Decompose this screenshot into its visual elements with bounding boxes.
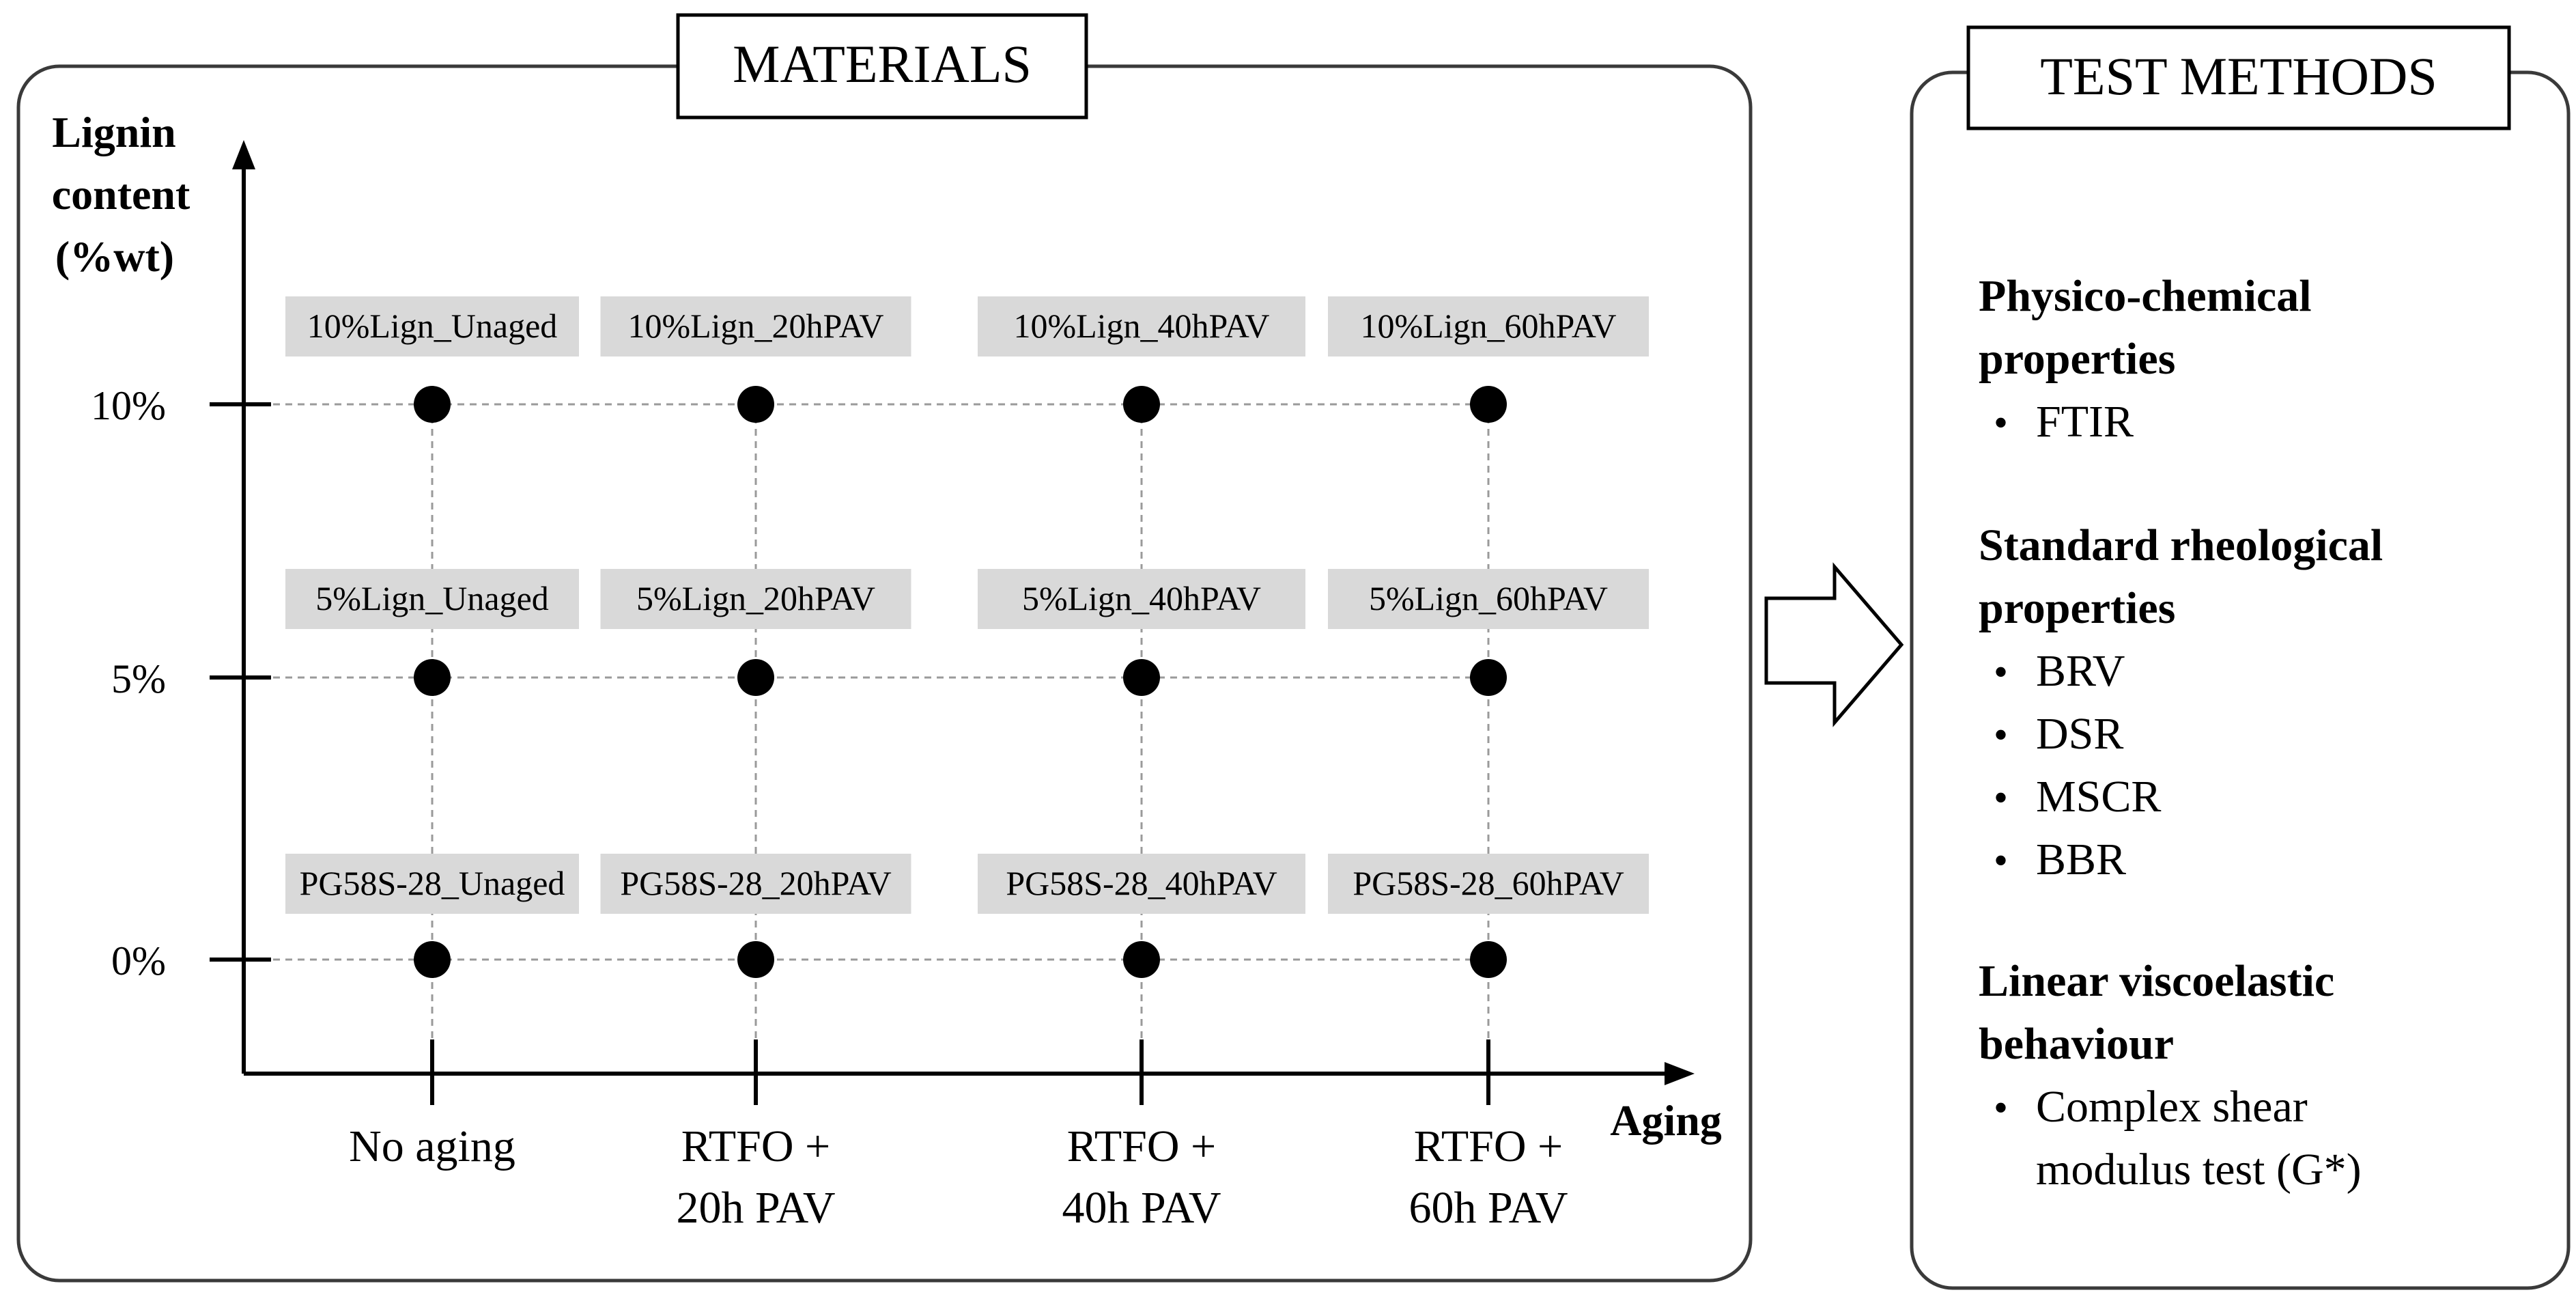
sample-label-box — [600, 854, 911, 914]
sample-point — [1470, 941, 1507, 978]
x-tick-label: RTFO + 20h PAV — [677, 1121, 836, 1233]
method-item-line: modulus test (G*) — [2036, 1145, 2362, 1195]
method-item-line: BBR — [2036, 835, 2126, 884]
sample-point — [737, 659, 774, 696]
method-section-heading-line: behaviour — [1979, 1019, 2174, 1069]
sample-label-box — [285, 854, 579, 914]
x-tick-label: No aging — [349, 1121, 515, 1171]
bullet-icon: • — [1994, 838, 2008, 883]
x-tick-label-line: 60h PAV — [1409, 1183, 1568, 1233]
method-item: DSR — [2036, 709, 2123, 759]
sample-point — [1123, 659, 1160, 696]
method-item: FTIR — [2036, 397, 2134, 447]
method-section-heading-line: Standard rheological — [1979, 520, 2383, 570]
y-tick-label: 10% — [91, 383, 166, 428]
sample-label-box — [600, 569, 911, 629]
x-tick-label-line: No aging — [349, 1121, 515, 1171]
sample-label-box — [978, 854, 1305, 914]
y-axis-label: Lignin content (%wt) — [52, 108, 201, 281]
y-axis-arrow — [232, 140, 255, 169]
method-section-heading: Physico-chemical properties — [1979, 271, 2312, 384]
sample-point — [1123, 386, 1160, 423]
x-tick-label-line: RTFO + — [1414, 1121, 1563, 1171]
method-section-heading-line: properties — [1979, 583, 2175, 633]
test-methods-panel: TEST METHODS Physico-chemical properties •… — [1910, 25, 2571, 1290]
sample-label-box — [978, 296, 1305, 357]
sample-label-box — [285, 569, 579, 629]
sample-point — [737, 941, 774, 978]
y-tick-label: 0% — [111, 938, 166, 983]
method-item: MSCR — [2036, 772, 2161, 822]
method-item-line: FTIR — [2036, 397, 2134, 447]
sample-point — [414, 659, 451, 696]
y-axis-label-line: content — [52, 170, 190, 219]
method-section-heading-line: Linear viscoelastic — [1979, 956, 2334, 1006]
sample-label: PG58S-28_Unaged — [300, 864, 565, 902]
method-item-line: MSCR — [2036, 772, 2161, 822]
sample-point — [737, 386, 774, 423]
sample-point — [1470, 386, 1507, 423]
test-methods-title-box — [1966, 25, 2511, 130]
bullet-icon: • — [1994, 712, 2008, 757]
materials-panel: MATERIALS Lignin content (%wt) Aging 10%… — [16, 13, 1753, 1283]
method-section-heading-line: properties — [1979, 334, 2175, 384]
sample-label: PG58S-28_60hPAV — [1353, 864, 1624, 902]
test-methods-title: TEST METHODS — [2040, 46, 2437, 106]
materials-title-box — [676, 13, 1088, 120]
sample-label-box — [285, 296, 579, 357]
sample-label: 5%Lign_Unaged — [315, 579, 549, 617]
method-item-line: Complex shear — [2036, 1082, 2308, 1132]
axis-ticks: 10% 5% 0% No aging RTFO + 20h PAV RTFO + 40h PA… — [91, 383, 1568, 1233]
method-section-heading: Standard rheological properties — [1979, 520, 2383, 633]
sample-label: PG58S-28_40hPAV — [1006, 864, 1277, 902]
x-tick-label: RTFO + 60h PAV — [1409, 1121, 1568, 1233]
y-tick-label: 5% — [111, 656, 166, 701]
sample-point — [1123, 941, 1160, 978]
sample-label: 5%Lign_20hPAV — [636, 579, 875, 617]
method-item: Complex shear modulus test (G*) — [2036, 1082, 2362, 1195]
sample-label-box — [978, 569, 1305, 629]
y-axis-label-line: Lignin — [52, 108, 175, 156]
sample-labels: 10%Lign_Unaged 10%Lign_20hPAV 10%Lign_40hP… — [285, 296, 1649, 914]
x-axis-label: Aging — [1610, 1096, 1722, 1145]
y-axis-label-line: (%wt) — [55, 232, 174, 281]
grid-lines — [273, 403, 1490, 1074]
method-item-line: DSR — [2036, 709, 2123, 759]
method-item-line: BRV — [2036, 646, 2125, 696]
sample-label: 10%Lign_60hPAV — [1360, 307, 1616, 345]
sample-points — [414, 386, 1507, 978]
x-tick-label-line: 40h PAV — [1062, 1183, 1221, 1233]
sample-label: 10%Lign_40hPAV — [1013, 307, 1269, 345]
x-tick-label-line: RTFO + — [1067, 1121, 1216, 1171]
method-section-heading: Linear viscoelastic behaviour — [1979, 956, 2334, 1069]
x-axis-arrow — [1665, 1062, 1695, 1085]
sample-label: 5%Lign_40hPAV — [1022, 579, 1261, 617]
materials-title: MATERIALS — [733, 34, 1032, 94]
sample-label: PG58S-28_20hPAV — [620, 864, 891, 902]
flow-arrow — [1764, 562, 1904, 727]
sample-label: 10%Lign_Unaged — [307, 307, 558, 345]
sample-label: 5%Lign_60hPAV — [1369, 579, 1608, 617]
test-methods-list: Physico-chemical properties • FTIR Standard … — [1979, 271, 2383, 1195]
x-tick-label: RTFO + 40h PAV — [1062, 1121, 1221, 1233]
bullet-icon: • — [1994, 775, 2008, 820]
sample-label-box — [1328, 296, 1649, 357]
sample-point — [414, 386, 451, 423]
method-section-heading-line: Physico-chemical — [1979, 271, 2312, 321]
sample-point — [414, 941, 451, 978]
x-tick-label-line: 20h PAV — [677, 1183, 836, 1233]
method-item: BRV — [2036, 646, 2125, 696]
sample-label: 10%Lign_20hPAV — [627, 307, 883, 345]
sample-label-box — [600, 296, 911, 357]
sample-label-box — [1328, 569, 1649, 629]
sample-label-box — [1328, 854, 1649, 914]
bullet-icon: • — [1994, 1085, 2008, 1130]
sample-point — [1470, 659, 1507, 696]
method-item: BBR — [2036, 835, 2126, 884]
bullet-icon: • — [1994, 650, 2008, 695]
x-tick-label-line: RTFO + — [681, 1121, 830, 1171]
bullet-icon: • — [1994, 400, 2008, 445]
